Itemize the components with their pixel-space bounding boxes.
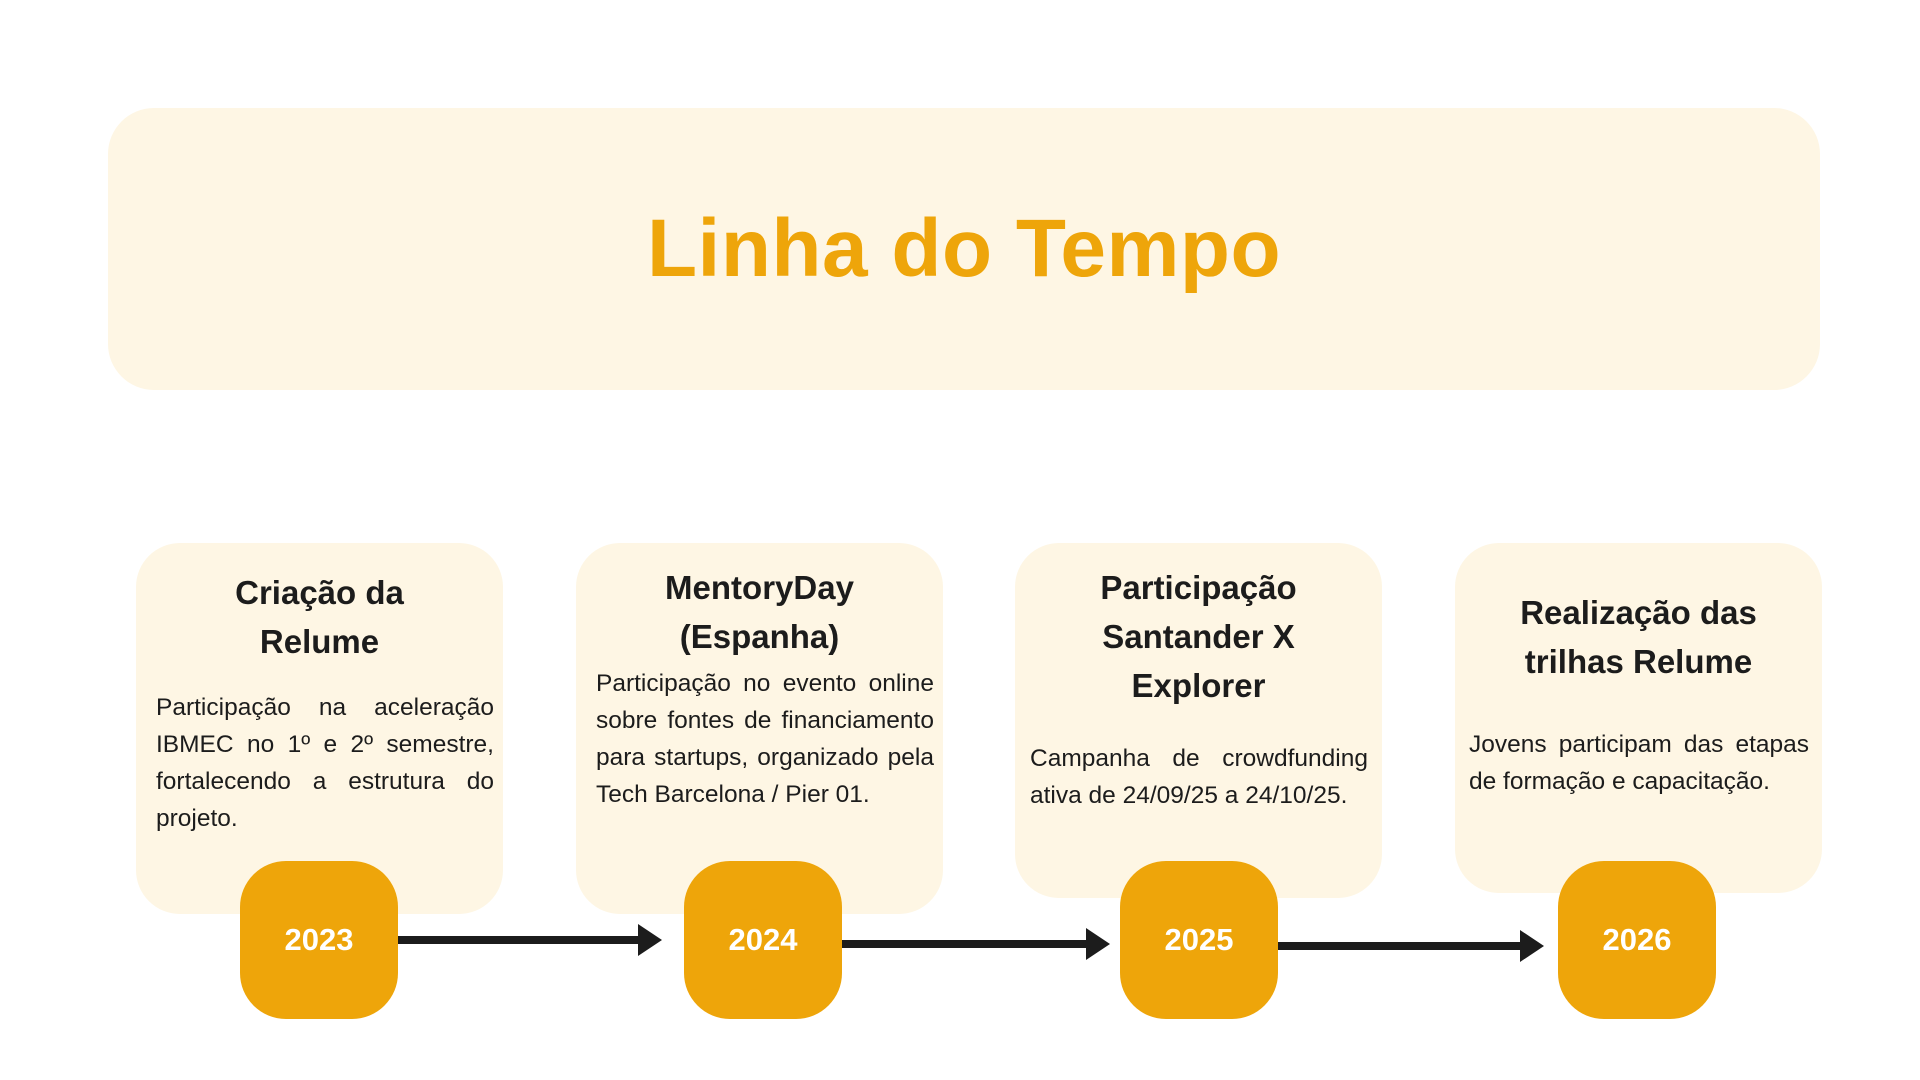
year-badge-2023: 2023 [240, 861, 398, 1019]
milestone-description: Jovens participam das etapas de formação… [1469, 731, 1809, 795]
milestone-description: Participação no evento online sobre font… [596, 670, 934, 808]
milestone-card-2025: Participação Santander X Explorer Campan… [1015, 543, 1382, 898]
milestone-card-2026: Realização das trilhas Relume Jovens par… [1455, 543, 1822, 893]
page-title: Linha do Tempo [646, 203, 1282, 294]
milestone-title: Criação da Relume [235, 574, 404, 660]
arrow-2025-2026 [1274, 930, 1544, 962]
milestone-description: Participação na aceleração IBMEC no 1º e… [156, 694, 494, 832]
year-badge-2025: 2025 [1120, 861, 1278, 1019]
milestone-card-2024: MentoryDay (Espanha) Participação no eve… [576, 543, 943, 914]
year-badge-2024: 2024 [684, 861, 842, 1019]
arrow-2023-2024 [394, 924, 662, 956]
arrow-2024-2025 [838, 928, 1110, 960]
milestone-title: MentoryDay (Espanha) [665, 569, 854, 655]
title-banner: Linha do Tempo [108, 108, 1820, 390]
milestone-card-2023: Criação da Relume Participação na aceler… [136, 543, 503, 914]
milestone-title: Participação Santander X Explorer [1100, 569, 1297, 704]
year-badge-2026: 2026 [1558, 861, 1716, 1019]
milestone-description: Campanha de crowdfunding ativa de 24/09/… [1030, 745, 1368, 809]
milestone-title: Realização das trilhas Relume [1520, 594, 1757, 680]
